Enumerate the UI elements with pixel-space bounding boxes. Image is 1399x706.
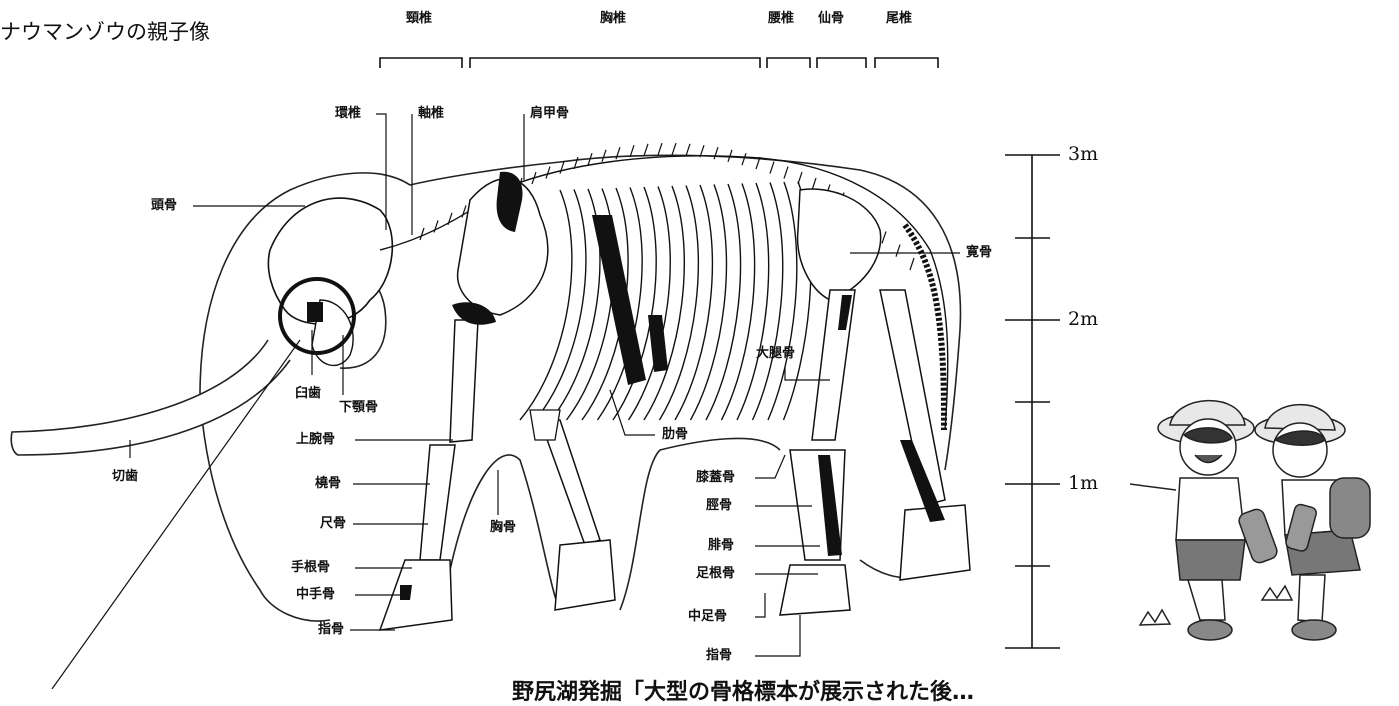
label-humerus: 上腕骨	[296, 433, 335, 446]
label-metatarsals: 中足骨	[688, 610, 727, 623]
spinous-process	[896, 245, 900, 257]
grass-right	[1262, 586, 1292, 600]
bracket-sacrum	[817, 58, 866, 68]
label-pelvis: 寛骨	[966, 246, 992, 259]
spinous-process	[784, 167, 788, 179]
label-carpals: 手根骨	[291, 561, 330, 574]
label-phalanges-hind: 指骨	[706, 649, 732, 662]
bracket-thoracic	[470, 58, 760, 68]
label-skull: 頭骨	[151, 199, 177, 212]
scale-label-1m: 1m	[1068, 472, 1098, 494]
label-tusk: 切歯	[112, 470, 138, 483]
spinous-process	[546, 167, 550, 179]
label-fibula: 腓骨	[708, 539, 734, 552]
humerus-bone	[450, 320, 478, 442]
rib	[660, 186, 699, 421]
label-axis: 軸椎	[418, 107, 444, 120]
spinous-process	[602, 150, 606, 162]
label-scapula: 肩甲骨	[530, 107, 569, 120]
rib	[644, 186, 684, 420]
diagram-stage: ナウマンゾウの親子像	[0, 0, 1399, 689]
spinous-process	[910, 258, 914, 270]
label-phalanges-front: 指骨	[318, 623, 344, 636]
label-metacarpals: 中手骨	[296, 588, 335, 601]
label-rib: 肋骨	[662, 428, 688, 441]
spinous-process	[672, 143, 676, 155]
scale-label-3m: 3m	[1068, 143, 1098, 165]
spinous-process	[742, 153, 746, 165]
skeleton-illustration	[0, 0, 1399, 689]
label-atlas: 環椎	[335, 107, 361, 120]
label-mandible: 下顎骨	[339, 401, 378, 414]
label-femur: 大腿骨	[756, 347, 795, 360]
label-radius: 橈骨	[315, 477, 341, 490]
label-cervical: 頸椎	[406, 12, 432, 25]
spinous-process	[644, 144, 648, 156]
spinous-process	[882, 231, 886, 243]
label-molar: 臼歯	[295, 387, 321, 400]
scale-label-2m: 2m	[1068, 308, 1098, 330]
child-left	[1130, 401, 1279, 640]
child-right	[1255, 405, 1370, 640]
bracket-caudal	[875, 58, 938, 68]
molar-pointer-line	[52, 340, 300, 689]
metacarpal-dark	[400, 585, 412, 600]
spinous-process	[686, 144, 690, 156]
cartoon-children	[1130, 401, 1370, 640]
label-thoracic: 胸椎	[600, 12, 626, 25]
spinous-process	[714, 147, 718, 159]
region-brackets	[380, 58, 938, 68]
grass-left	[1140, 610, 1170, 625]
spinous-process	[658, 143, 662, 155]
tusk	[11, 340, 290, 455]
sternum-bone	[530, 410, 560, 440]
molar-tooth	[307, 302, 323, 322]
rib	[629, 187, 671, 421]
label-caudal: 尾椎	[886, 12, 912, 25]
rib	[768, 182, 797, 420]
label-ulna: 尺骨	[320, 517, 346, 530]
spinous-process	[434, 220, 438, 232]
label-sternum: 胸骨	[490, 521, 516, 534]
bracket-lumbar	[767, 58, 810, 68]
spinous-process	[560, 162, 564, 174]
spinous-process	[462, 205, 466, 217]
radius-ulna	[420, 445, 455, 560]
hind-foot	[780, 565, 850, 615]
bracket-cervical	[380, 58, 462, 68]
ribs	[520, 182, 811, 421]
label-patella: 膝蓋骨	[696, 471, 735, 484]
rib-cartilage-1	[592, 215, 646, 385]
label-sacrum: 仙骨	[818, 12, 844, 25]
label-tibia: 脛骨	[706, 499, 732, 512]
label-lumbar: 腰椎	[768, 12, 794, 25]
label-tarsals: 足根骨	[696, 567, 735, 580]
rib	[551, 189, 600, 420]
rear-front-foot	[555, 540, 615, 610]
spinous-process	[420, 228, 424, 240]
bottom-caption: 野尻湖発掘「大型の骨格標本が展示された後…	[512, 674, 974, 706]
spinous-process	[770, 162, 774, 174]
height-scale	[1005, 155, 1060, 648]
